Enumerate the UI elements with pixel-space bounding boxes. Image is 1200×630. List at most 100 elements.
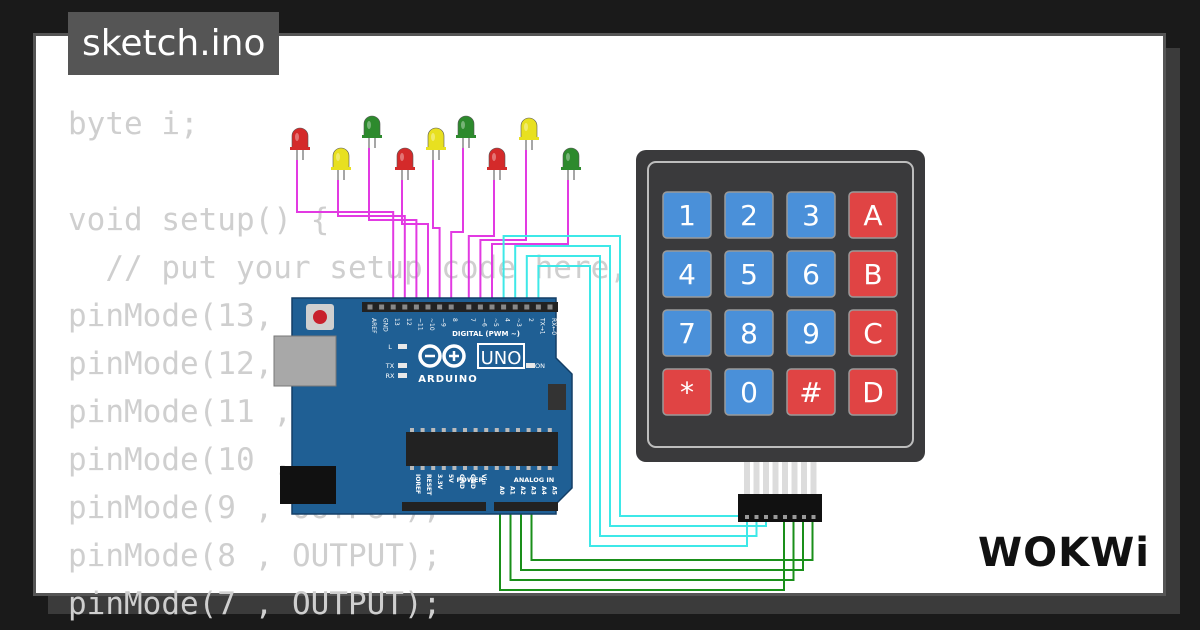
chip-pin	[420, 466, 425, 470]
digital-pin[interactable]	[390, 304, 396, 310]
keypad-key[interactable]: 5	[724, 250, 774, 298]
board-led-label: RX	[386, 372, 396, 380]
digital-pin[interactable]	[501, 304, 507, 310]
led-highlight	[492, 153, 496, 161]
key-label: 8	[740, 317, 758, 350]
keypad-key[interactable]: 0	[724, 368, 774, 416]
led-body	[457, 115, 475, 137]
uno-badge	[477, 343, 525, 369]
led-rim	[487, 167, 507, 170]
chip-pin	[547, 428, 552, 432]
chip-pin	[431, 428, 436, 432]
key-surface	[662, 191, 712, 239]
digital-pin[interactable]	[524, 304, 530, 310]
digital-pin[interactable]	[535, 304, 541, 310]
led-red[interactable]	[290, 127, 310, 160]
ribbon-strip	[801, 462, 807, 496]
power-jack	[280, 466, 336, 504]
wire	[520, 511, 804, 571]
keypad-key[interactable]: C	[848, 309, 898, 357]
key-surface	[662, 368, 712, 416]
digital-pin[interactable]	[466, 304, 472, 310]
led-rim	[395, 167, 415, 170]
digital-pin[interactable]	[489, 304, 495, 310]
led-highlight	[566, 153, 570, 161]
chip-pin	[441, 466, 446, 470]
digital-pin[interactable]	[547, 304, 553, 310]
key-label: A	[863, 199, 882, 232]
key-surface	[786, 191, 836, 239]
wire	[450, 148, 464, 304]
keypad-key[interactable]: 1	[662, 191, 712, 239]
keypad-key[interactable]: D	[848, 368, 898, 416]
digital-pin[interactable]	[379, 304, 385, 310]
led-green[interactable]	[362, 115, 382, 148]
keypad-key[interactable]: A	[848, 191, 898, 239]
digital-pin-label: 7	[469, 318, 476, 322]
ribbon-strip	[753, 462, 760, 496]
keypad-key[interactable]: 7	[662, 309, 712, 357]
chip-pin	[463, 466, 467, 470]
ribbon-pin	[754, 515, 759, 519]
keypad-key[interactable]: 6	[786, 250, 836, 298]
key-label: B	[863, 258, 882, 291]
key-label: C	[863, 317, 883, 350]
digital-pin[interactable]	[448, 304, 454, 310]
led-red[interactable]	[395, 147, 415, 180]
led-yellow[interactable]	[331, 147, 351, 180]
digital-pin[interactable]	[402, 304, 408, 310]
key-label: D	[862, 376, 884, 409]
led-rim	[456, 135, 476, 138]
key-surface	[662, 309, 712, 357]
keypad-key[interactable]: 9	[786, 309, 836, 357]
keypad-key[interactable]: 2	[724, 191, 774, 239]
power-header-label: POWER	[457, 476, 484, 484]
digital-pin[interactable]	[512, 304, 518, 310]
keypad-face	[647, 161, 914, 448]
key-surface	[662, 250, 712, 298]
code-line: byte i;	[68, 106, 199, 142]
reset-button-cap[interactable]	[313, 310, 327, 324]
led-body	[562, 147, 580, 169]
led-rim	[519, 137, 539, 140]
led-body	[332, 147, 350, 169]
chip-pin	[473, 428, 478, 432]
led-yellow[interactable]	[426, 127, 446, 160]
digital-pin[interactable]	[413, 304, 419, 310]
digital-pin[interactable]	[437, 304, 443, 310]
digital-pin[interactable]	[425, 304, 431, 310]
keypad-key[interactable]: 8	[724, 309, 774, 357]
led-highlight	[461, 121, 465, 129]
chip-pin	[441, 428, 446, 432]
board-led	[526, 363, 535, 368]
digital-pin[interactable]	[477, 304, 483, 310]
keypad-key[interactable]: 4	[662, 250, 712, 298]
key-surface	[786, 250, 836, 298]
led-red[interactable]	[487, 147, 507, 180]
digital-pin[interactable]	[367, 304, 373, 310]
keypad-key[interactable]: *	[662, 368, 712, 416]
ribbon-strip	[772, 462, 779, 496]
wire	[537, 265, 748, 547]
chip-pin	[431, 466, 436, 470]
keypad-key[interactable]: #	[786, 368, 836, 416]
keypad-key[interactable]: 3	[786, 191, 836, 239]
keypad-ribbon-connector	[738, 462, 822, 522]
digital-header-label: DIGITAL (PWM ~)	[452, 330, 520, 338]
keypad-key[interactable]: B	[848, 250, 898, 298]
sketch-title-tab[interactable]: sketch.ino	[68, 12, 280, 75]
led-yellow[interactable]	[519, 117, 539, 150]
ribbon-pin	[802, 515, 806, 519]
wire	[514, 245, 767, 527]
ribbon-header	[738, 494, 822, 522]
led-green[interactable]	[456, 115, 476, 148]
key-surface	[724, 250, 774, 298]
key-surface	[786, 368, 836, 416]
usb-port	[273, 335, 337, 387]
led-green[interactable]	[561, 147, 581, 180]
ribbon-strip	[763, 462, 769, 496]
